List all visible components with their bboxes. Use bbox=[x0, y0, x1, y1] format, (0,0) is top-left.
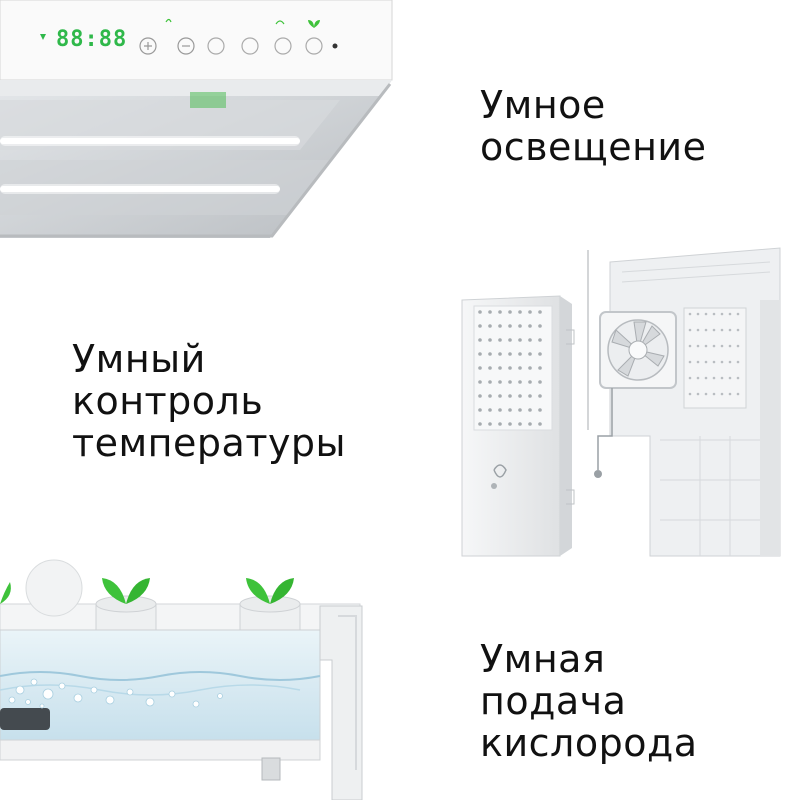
feature-caption-temperature: Умный контроль температуры bbox=[72, 338, 346, 464]
panel-light-icon bbox=[40, 34, 46, 40]
tank-base bbox=[0, 739, 321, 761]
seed-cap bbox=[25, 559, 83, 617]
back-vent-grid bbox=[683, 307, 747, 409]
panel-button-timer bbox=[207, 37, 225, 55]
oxygen-bubbles bbox=[8, 678, 223, 709]
cooling-fan bbox=[599, 311, 677, 389]
panel-button-plus bbox=[139, 37, 157, 55]
panel-sprout-icon bbox=[308, 20, 320, 28]
sprout-pod-1 bbox=[95, 578, 157, 613]
panel-button-mode bbox=[274, 37, 292, 55]
drain-valve bbox=[261, 757, 281, 781]
tank-side-wall bbox=[319, 605, 363, 800]
sprout-pod-edge bbox=[0, 582, 11, 604]
caption-line: температуры bbox=[72, 421, 347, 465]
air-stone bbox=[0, 708, 50, 730]
panel-button-grow bbox=[305, 37, 323, 55]
caption-line: освещение bbox=[480, 125, 707, 169]
panel-button-minus bbox=[177, 37, 195, 55]
caption-line: Умное bbox=[480, 83, 606, 127]
led-time-display: 88:88 bbox=[56, 27, 128, 52]
caption-line: контроль bbox=[72, 379, 264, 423]
feature-caption-oxygen: Умная подача кислорода bbox=[480, 638, 698, 764]
caption-line: подача bbox=[480, 679, 627, 723]
caption-line: Умная bbox=[480, 637, 606, 681]
fan-wire bbox=[597, 388, 613, 470]
caption-line: Умный bbox=[72, 337, 206, 381]
feature-caption-lighting: Умное освещение bbox=[480, 84, 707, 168]
sprout-pod-2 bbox=[239, 578, 301, 613]
panel-indicator-dot bbox=[332, 43, 338, 49]
led-strip-upper bbox=[0, 136, 300, 146]
caption-line: кислорода bbox=[480, 721, 698, 765]
panel-button-light bbox=[241, 37, 259, 55]
led-strip-lower bbox=[0, 184, 280, 194]
